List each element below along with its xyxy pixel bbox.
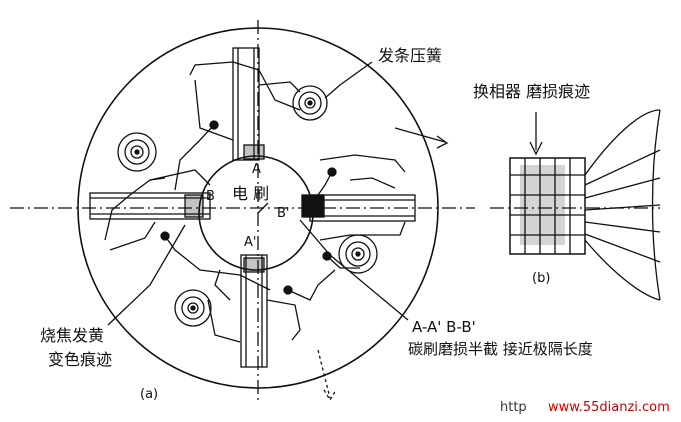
watermark-url: www.55dianzi.com xyxy=(548,400,670,415)
burn-label-line1: 烧焦发黄 xyxy=(40,326,105,345)
section-label-line2: 碳刷磨损半截 接近极隔长度 xyxy=(408,340,593,358)
spring-top-right xyxy=(292,85,328,121)
spring-right xyxy=(338,234,378,274)
arrow-right xyxy=(394,127,449,149)
spring-bottom-left xyxy=(174,289,212,327)
leader-spring xyxy=(324,61,373,99)
spring-label: 发条压簧 xyxy=(378,46,443,65)
figure-a-label: (a) xyxy=(140,387,159,402)
burn-label-line2: 变色痕迹 xyxy=(48,350,113,369)
leader-burn xyxy=(107,224,186,326)
bottom-brush-holder xyxy=(207,254,336,368)
commutator-detail xyxy=(509,109,661,301)
section-label-line1: A-A' B-B' xyxy=(412,318,476,336)
commutator-wear-label: 换相器 磨损痕迹 xyxy=(473,82,591,101)
leader-section xyxy=(299,219,409,321)
brush-label: 电 刷 xyxy=(232,184,270,203)
top-brush-holder xyxy=(174,47,301,191)
watermark-prefix: http xyxy=(500,400,527,415)
spring-top-left xyxy=(117,132,157,172)
letter-a-bottom: A' xyxy=(244,235,257,250)
letter-a-top: A xyxy=(252,162,261,177)
arrow-bottom xyxy=(317,349,337,402)
center-pointer xyxy=(257,202,269,214)
figure-b-label: (b) xyxy=(532,271,551,286)
letter-b-left: B xyxy=(206,189,215,204)
left-brush-holder xyxy=(89,169,271,291)
right-brush-holder xyxy=(301,154,416,269)
letter-b-right: B' xyxy=(277,206,290,221)
